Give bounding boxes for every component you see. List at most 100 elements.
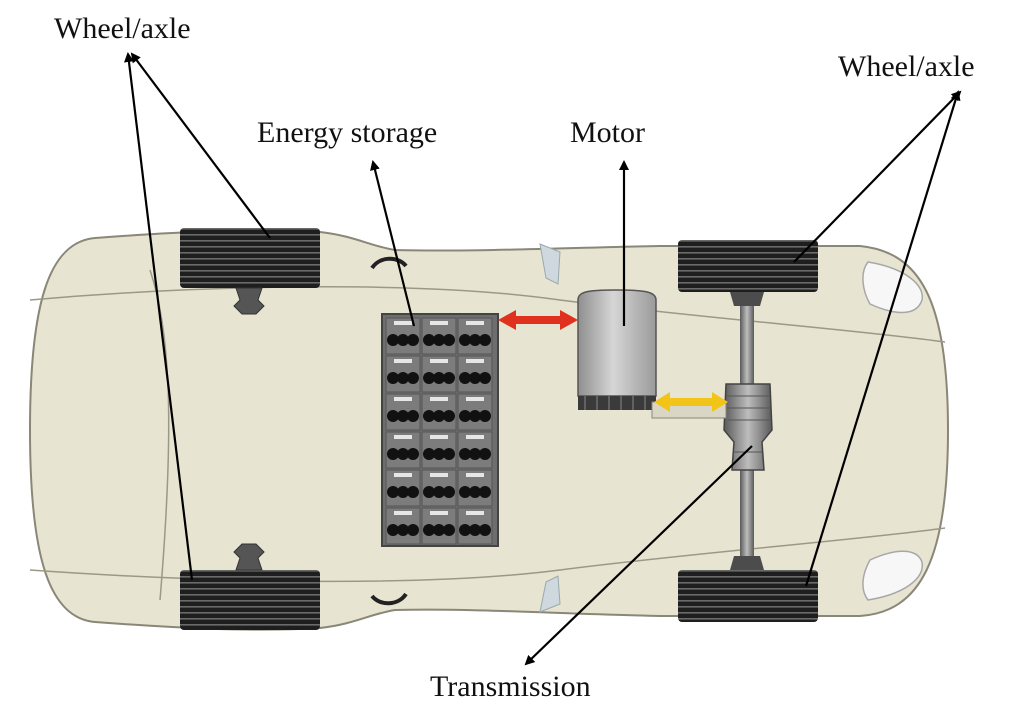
mirror-top [539, 243, 561, 285]
battery-cell [433, 372, 445, 384]
battery-cell [387, 334, 399, 346]
battery-cells [385, 317, 493, 545]
door-handle-top [370, 256, 408, 270]
front-half-shaft-bottom [740, 470, 754, 570]
battery-cell [423, 486, 435, 498]
front-hub-top [730, 292, 764, 306]
battery-cell [387, 486, 399, 498]
battery-cell [469, 372, 481, 384]
label-wheel-axle-left: Wheel/axle [54, 12, 191, 45]
battery-cell [407, 486, 419, 498]
battery-terminal [466, 359, 484, 363]
battery-cell [407, 372, 419, 384]
rear-hub-top [233, 287, 265, 315]
battery-cell [469, 448, 481, 460]
battery-cell [479, 334, 491, 346]
battery-cell [423, 334, 435, 346]
battery-terminal [394, 511, 412, 515]
battery-terminal [430, 473, 448, 477]
wheel-rear-top [180, 228, 320, 288]
battery-cell [469, 334, 481, 346]
pointer-wheel-left-top [130, 52, 271, 239]
battery-cell [397, 334, 409, 346]
battery-cell [459, 486, 471, 498]
battery-cell [387, 448, 399, 460]
battery-terminal [430, 435, 448, 439]
front-hub-bottom [730, 556, 764, 570]
battery-cell [423, 410, 435, 422]
battery-cell [387, 524, 399, 536]
battery-cell [433, 448, 445, 460]
pointer-wheel-left-bottom [124, 52, 194, 581]
door-handle-bottom [370, 592, 408, 606]
battery-cell [387, 410, 399, 422]
label-transmission: Transmission [430, 670, 591, 703]
battery-cell [397, 486, 409, 498]
body-line-top [29, 286, 946, 343]
battery-cell [479, 448, 491, 460]
label-motor: Motor [570, 116, 645, 149]
battery-cell [387, 372, 399, 384]
battery-cell [397, 448, 409, 460]
battery-cell [433, 524, 445, 536]
pointer-transmission [524, 445, 753, 666]
wheel-rear-bottom [180, 570, 320, 630]
battery-cell [459, 410, 471, 422]
pointer-lines [124, 52, 962, 666]
pointer-wheel-right-bottom [804, 90, 961, 587]
battery-cell [423, 524, 435, 536]
wheel-front-bottom [678, 570, 818, 622]
battery-terminal [430, 321, 448, 325]
headlight-top [862, 261, 923, 314]
battery-cell [407, 410, 419, 422]
battery-cell [459, 448, 471, 460]
battery-cell [443, 410, 455, 422]
headlight-bottom [862, 550, 923, 601]
battery-cell [397, 372, 409, 384]
battery-cell [469, 410, 481, 422]
motor-unit [577, 289, 727, 419]
battery-terminal [394, 397, 412, 401]
battery-cell [397, 524, 409, 536]
battery-terminal [466, 397, 484, 401]
battery-terminal [466, 321, 484, 325]
battery-cell [407, 334, 419, 346]
battery-terminal [394, 435, 412, 439]
battery-terminal [430, 511, 448, 515]
battery-terminal [394, 473, 412, 477]
battery-cell [443, 524, 455, 536]
battery-cell [397, 410, 409, 422]
battery-cell [469, 486, 481, 498]
label-wheel-axle-right: Wheel/axle [838, 50, 975, 83]
battery-cell [443, 372, 455, 384]
transmission-unit [723, 383, 773, 471]
battery-terminal [430, 397, 448, 401]
battery-cell [479, 524, 491, 536]
front-half-shaft-top [740, 292, 754, 384]
battery-cell [443, 486, 455, 498]
battery-cell [479, 372, 491, 384]
rear-hub-bottom [233, 543, 265, 571]
battery-cell [433, 410, 445, 422]
battery-cell [407, 448, 419, 460]
battery-terminal [430, 359, 448, 363]
battery-terminal [466, 435, 484, 439]
battery-terminal [466, 511, 484, 515]
battery-cell [423, 372, 435, 384]
battery-cell [459, 524, 471, 536]
pointer-wheel-right-top [793, 90, 962, 263]
battery-cell [423, 448, 435, 460]
wheel-front-top [678, 240, 818, 292]
battery-terminal [394, 359, 412, 363]
battery-cell [479, 410, 491, 422]
battery-cell [433, 486, 445, 498]
battery-terminal [466, 473, 484, 477]
battery-cell [443, 334, 455, 346]
mechanical-flow-arrow [654, 392, 728, 412]
battery-cell [433, 334, 445, 346]
battery-cell [459, 334, 471, 346]
energy-flow-arrow [498, 310, 578, 330]
pointer-energy [370, 160, 416, 327]
